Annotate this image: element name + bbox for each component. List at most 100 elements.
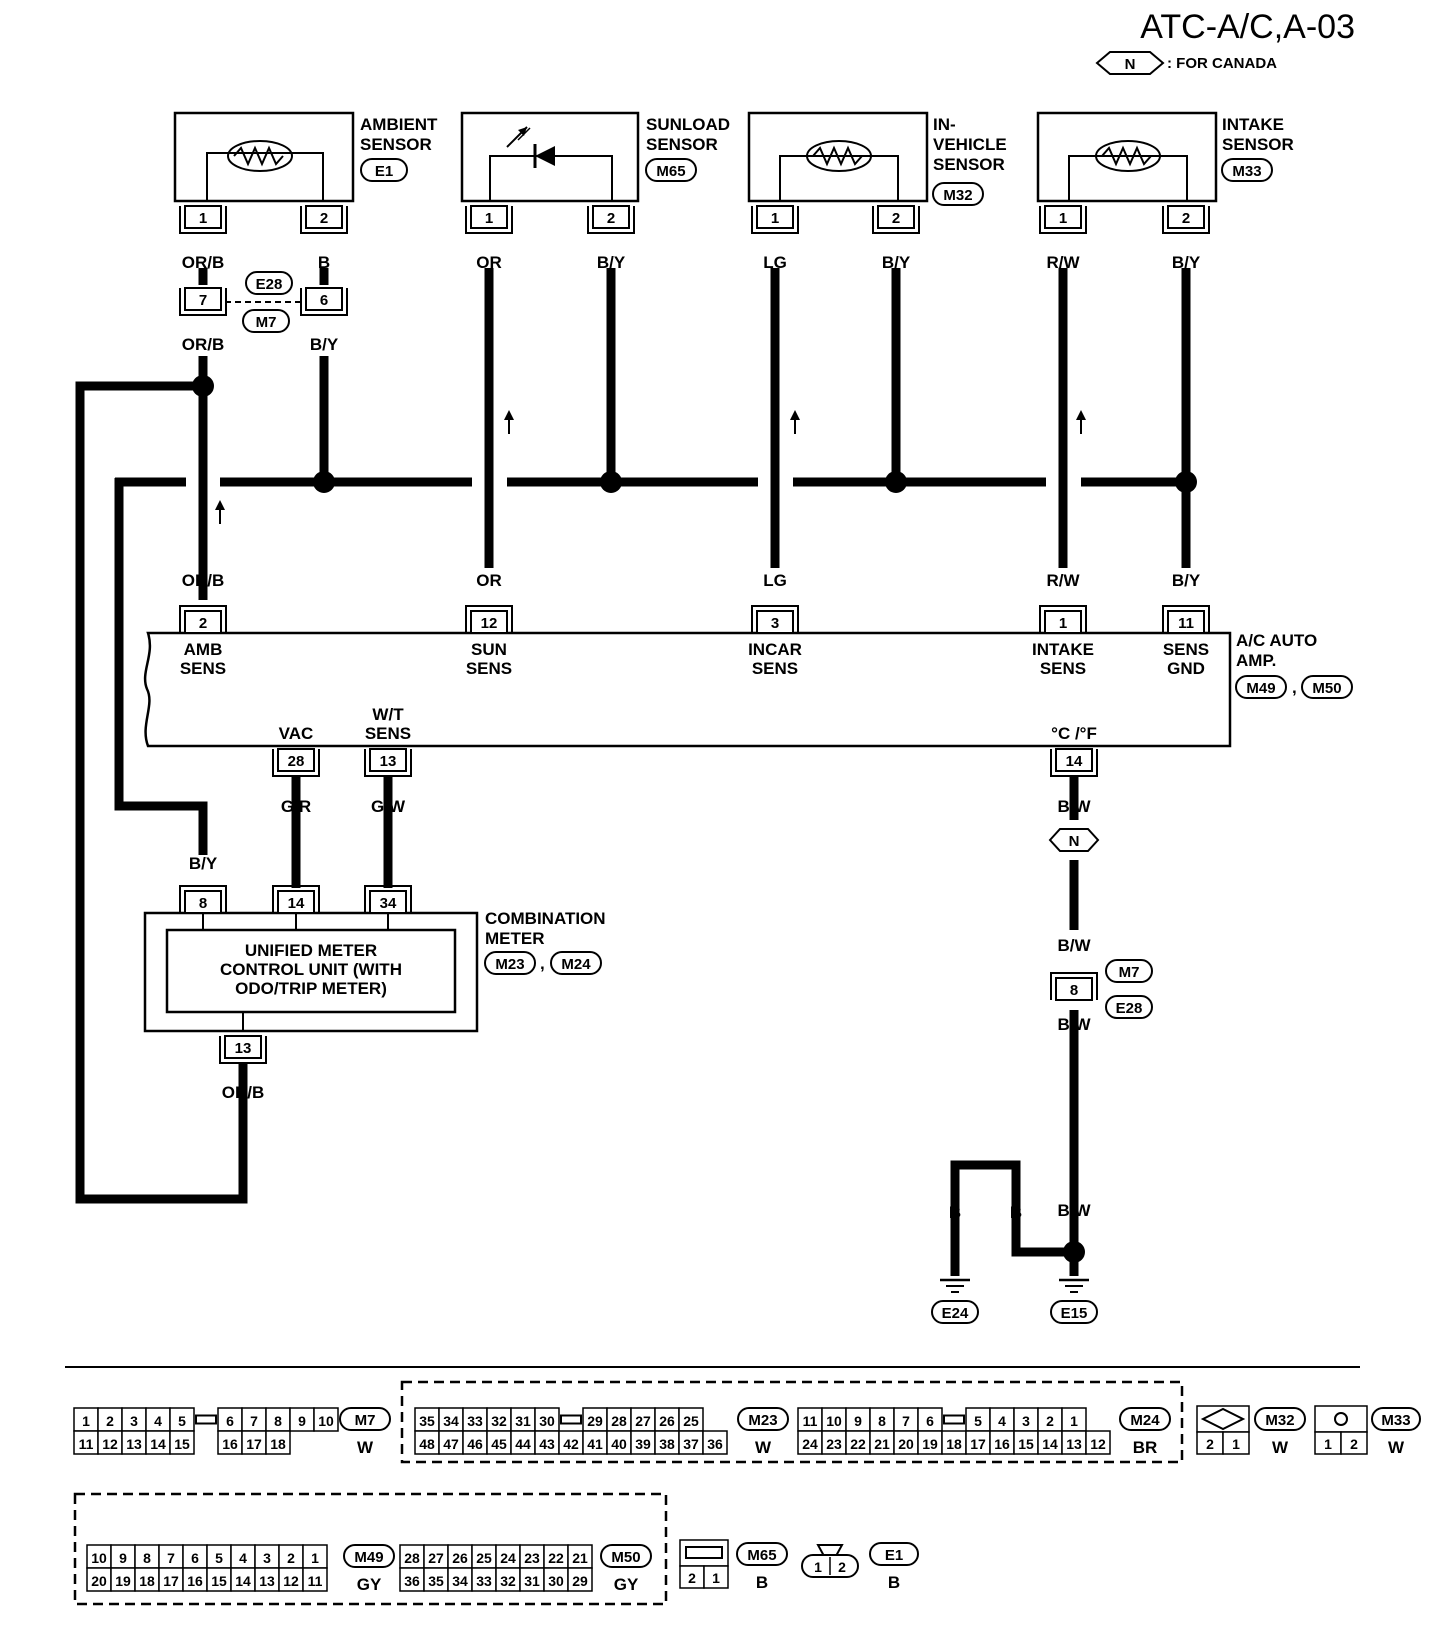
svg-text:19: 19 — [922, 1436, 938, 1452]
svg-text:15: 15 — [211, 1573, 227, 1589]
svg-text:1: 1 — [311, 1550, 319, 1566]
wire-color-label: B/Y — [1172, 571, 1201, 590]
svg-text:14: 14 — [150, 1436, 166, 1452]
wire-color-label: OR — [476, 253, 502, 272]
svg-text:23: 23 — [524, 1550, 540, 1566]
svg-text:M7: M7 — [256, 314, 277, 331]
svg-text:1: 1 — [771, 210, 779, 227]
svg-text:E1: E1 — [885, 1547, 903, 1564]
svg-text:B: B — [756, 1573, 768, 1592]
sensor-pin: 1 — [465, 205, 513, 234]
svg-text:E28: E28 — [1116, 1000, 1143, 1017]
wire-color-label: B/W — [1057, 1201, 1091, 1220]
arrow-up-icon — [1076, 410, 1086, 434]
meter-terminal: 13 — [219, 1035, 267, 1064]
svg-text:M7: M7 — [355, 1412, 376, 1429]
svg-text:8: 8 — [878, 1413, 886, 1429]
wire-color-label: B — [1010, 1203, 1022, 1222]
wire-color-label: B — [318, 253, 330, 272]
svg-text:33: 33 — [467, 1413, 483, 1429]
svg-text:35: 35 — [419, 1413, 435, 1429]
amp-terminal: 14 — [1050, 748, 1098, 777]
wire-color-label: B/Y — [310, 335, 339, 354]
arrow-up-icon — [790, 410, 800, 434]
svg-text:17: 17 — [246, 1436, 262, 1452]
amp-terminal-label: VAC — [279, 724, 314, 743]
svg-text:29: 29 — [572, 1573, 588, 1589]
wire-color-label: R/W — [1046, 253, 1080, 272]
svg-text:1: 1 — [1070, 1413, 1078, 1429]
svg-text:45: 45 — [491, 1436, 507, 1452]
svg-text:W: W — [1388, 1438, 1405, 1457]
wire-color-label: LG — [763, 253, 787, 272]
amp-terminal: 11 — [1162, 605, 1210, 634]
svg-text:35: 35 — [428, 1573, 444, 1589]
connector-id-e1: E1 — [360, 158, 408, 182]
svg-text:,: , — [540, 954, 545, 973]
svg-text:W: W — [357, 1438, 374, 1457]
svg-text:2: 2 — [287, 1550, 295, 1566]
ground-id-e24: E24 — [931, 1300, 979, 1324]
svg-text:13: 13 — [380, 753, 397, 770]
svg-text:M23: M23 — [495, 956, 524, 973]
svg-text:34: 34 — [443, 1413, 459, 1429]
svg-text:M24: M24 — [1130, 1412, 1160, 1429]
meter-terminal: 34 — [364, 885, 412, 914]
svg-text:M49: M49 — [354, 1549, 383, 1566]
svg-text:3: 3 — [771, 615, 779, 632]
svg-text:7: 7 — [902, 1413, 910, 1429]
connector-id-m32: M32 — [932, 182, 984, 206]
svg-text:W: W — [1272, 1438, 1289, 1457]
svg-text:12: 12 — [102, 1436, 118, 1452]
svg-text:2: 2 — [106, 1413, 114, 1429]
splice — [1175, 471, 1197, 493]
unified-meter-control-unit — [165, 928, 457, 1014]
svg-text:38: 38 — [659, 1436, 675, 1452]
svg-text:1: 1 — [1232, 1436, 1240, 1452]
svg-text:27: 27 — [635, 1413, 651, 1429]
svg-text:37: 37 — [683, 1436, 699, 1452]
svg-text:18: 18 — [270, 1436, 286, 1452]
page-title: ATC-A/C,A-03 — [1140, 8, 1355, 46]
svg-text:7: 7 — [250, 1413, 258, 1429]
svg-text:24: 24 — [500, 1550, 516, 1566]
svg-text:39: 39 — [635, 1436, 651, 1452]
svg-text:M50: M50 — [1312, 680, 1341, 697]
svg-text:M65: M65 — [656, 163, 685, 180]
svg-text:1: 1 — [485, 210, 493, 227]
svg-text:16: 16 — [222, 1436, 238, 1452]
svg-text:30: 30 — [539, 1413, 555, 1429]
svg-text:18: 18 — [139, 1573, 155, 1589]
ground-icon — [1059, 1278, 1089, 1293]
svg-text:44: 44 — [515, 1436, 531, 1452]
svg-text:E24: E24 — [942, 1305, 969, 1322]
svg-text:8: 8 — [199, 895, 207, 912]
svg-text:17: 17 — [163, 1573, 179, 1589]
svg-text:24: 24 — [802, 1436, 818, 1452]
amp-terminal: 12 — [465, 605, 513, 634]
canada-legend-text: : FOR CANADA — [1167, 55, 1277, 72]
wire-color-label: B/Y — [882, 253, 911, 272]
svg-text:M32: M32 — [1265, 1412, 1294, 1429]
dashed-group-m23-m24 — [400, 1380, 1184, 1464]
sensor-pin: 1 — [1039, 205, 1087, 234]
svg-text:8: 8 — [274, 1413, 282, 1429]
svg-text:N: N — [1069, 833, 1080, 850]
svg-text:9: 9 — [298, 1413, 306, 1429]
wire-color-label: B/Y — [597, 253, 626, 272]
svg-text:1: 1 — [1059, 615, 1067, 632]
canada-only-symbol: N — [1048, 828, 1100, 852]
wire-color-label: R/W — [1046, 571, 1080, 590]
svg-text:2: 2 — [1182, 210, 1190, 227]
svg-text:1: 1 — [199, 210, 207, 227]
svg-text:3: 3 — [130, 1413, 138, 1429]
splice — [885, 471, 907, 493]
svg-text:GY: GY — [614, 1575, 639, 1594]
wire-color-label: B/W — [1057, 1015, 1091, 1034]
in-vehicle-sensor — [747, 111, 929, 203]
